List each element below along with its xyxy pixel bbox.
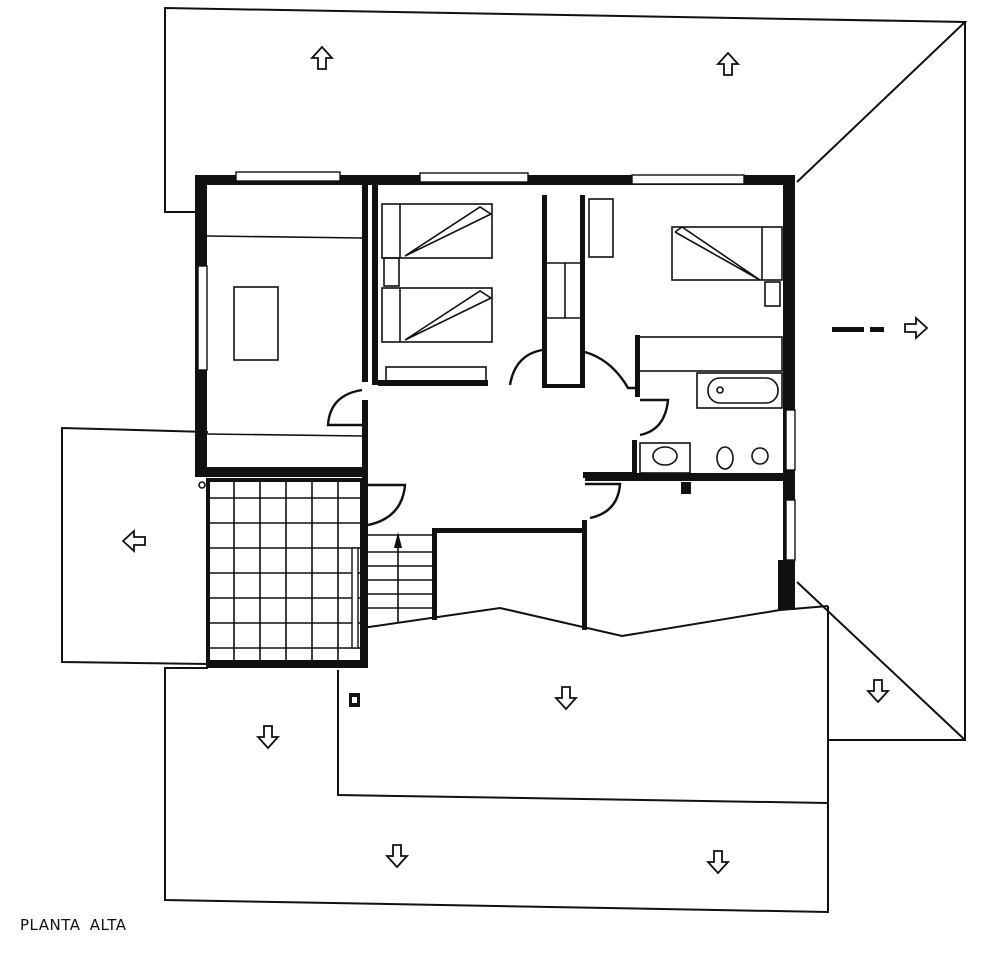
arrow-down-icon xyxy=(384,844,410,869)
exterior-walls xyxy=(195,175,795,610)
arrow-left-icon xyxy=(121,528,146,554)
hallway xyxy=(367,472,633,527)
interior-walls xyxy=(362,185,785,630)
toilet-icon xyxy=(716,446,734,470)
arrow-down-icon xyxy=(255,725,281,750)
arrow-right-icon xyxy=(904,315,929,341)
single-bed-icon xyxy=(381,203,493,259)
bedroom-1 xyxy=(206,235,363,437)
arrow-down-icon xyxy=(553,686,579,711)
single-bed-icon xyxy=(381,287,493,343)
arrow-up-icon xyxy=(715,51,741,76)
arrow-down-icon xyxy=(865,679,891,704)
nightstand-icon xyxy=(383,257,400,287)
nightstand-icon xyxy=(764,281,781,307)
arrow-up-icon xyxy=(309,45,335,70)
bidet-icon xyxy=(751,447,769,465)
staircase xyxy=(368,532,432,622)
bathroom xyxy=(639,372,783,494)
desk-icon xyxy=(233,286,279,361)
dashed-arrow-icon xyxy=(832,327,884,332)
downpipe-icon xyxy=(198,481,206,489)
double-bed-icon xyxy=(671,226,783,281)
bedroom-2 xyxy=(381,203,580,386)
roof-outline xyxy=(61,6,968,914)
plan-title: PLANTA ALTA xyxy=(20,916,127,934)
bathtub-icon xyxy=(696,372,783,409)
stair-direction-icon xyxy=(394,532,402,548)
terrace xyxy=(206,478,368,668)
wardrobe-icon xyxy=(588,198,614,258)
sink-icon xyxy=(639,442,691,474)
roof-slope-arrows xyxy=(121,45,929,875)
arrow-down-icon xyxy=(705,850,731,875)
master-bedroom xyxy=(584,198,783,390)
windows xyxy=(197,171,796,561)
